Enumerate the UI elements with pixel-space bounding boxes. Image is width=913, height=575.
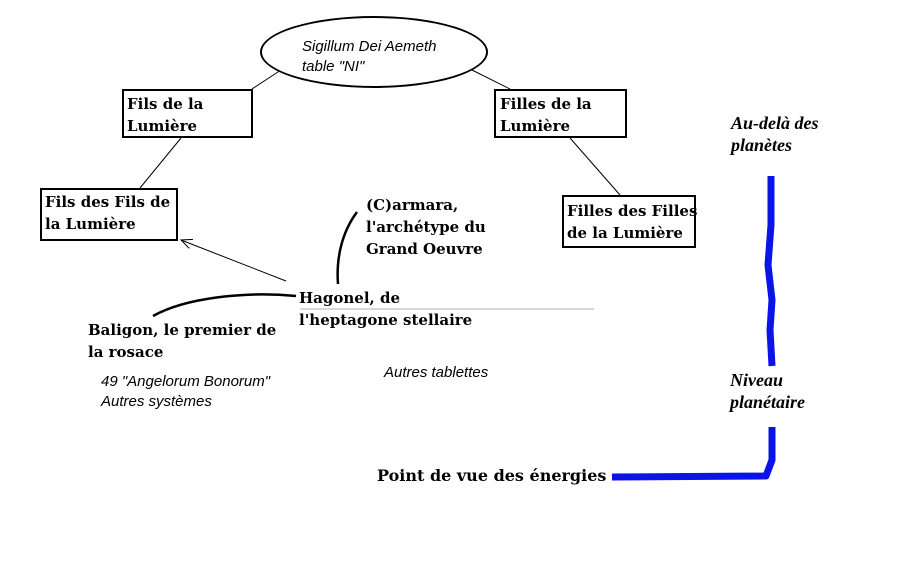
connector-fils-filsdesfils bbox=[139, 137, 182, 189]
root-label-line1: Sigillum Dei Aemeth bbox=[302, 38, 437, 55]
label-point-de-vue: Point de vue des énergies bbox=[377, 466, 607, 485]
label-baligon: Baligon, le premier de la rosace bbox=[88, 321, 277, 361]
label-carmara: (C)armara, l'archétype du Grand Oeuvre bbox=[366, 196, 486, 258]
blue-line-lower bbox=[611, 427, 776, 481]
blue-line-upper bbox=[764, 176, 776, 367]
root-label-line2: table "NI" bbox=[302, 58, 365, 75]
connector-root-filles bbox=[471, 69, 511, 90]
node-filles-des-filles bbox=[562, 195, 696, 248]
level-niveau-planetaire: Niveau planétaire bbox=[730, 370, 805, 412]
node-fils-des-fils bbox=[40, 188, 178, 241]
label-hagonel: Hagonel, de l'heptagone stellaire bbox=[299, 289, 473, 329]
level-au-dela: Au-delà des planètes bbox=[731, 113, 819, 155]
connector-root-fils bbox=[251, 69, 282, 90]
node-filles-de-la-lumiere-label: Filles de la Lumière bbox=[500, 95, 592, 135]
connector-filles-fillesdesfilles bbox=[569, 137, 621, 196]
node-fils-de-la-lumiere-label: Fils de la Lumière bbox=[127, 95, 204, 135]
root-ellipse bbox=[260, 16, 488, 88]
curve-baligon-hagonel bbox=[152, 293, 297, 318]
arrow-hagonel-filsdesfils bbox=[181, 240, 287, 282]
node-fils-de-la-lumiere bbox=[122, 89, 253, 138]
node-filles-des-filles-label: Filles des Filles de la Lumière bbox=[567, 202, 698, 242]
curve-hagonel-carmara bbox=[336, 211, 359, 285]
label-angelorum: 49 "Angelorum Bonorum" Autres systèmes bbox=[101, 373, 271, 410]
root-label: Sigillum Dei Aemeth table "NI" bbox=[302, 37, 437, 77]
node-fils-des-fils-label: Fils des Fils de la Lumière bbox=[45, 193, 171, 233]
node-filles-de-la-lumiere bbox=[494, 89, 627, 138]
label-autres-tablettes: Autres tablettes bbox=[384, 364, 489, 381]
